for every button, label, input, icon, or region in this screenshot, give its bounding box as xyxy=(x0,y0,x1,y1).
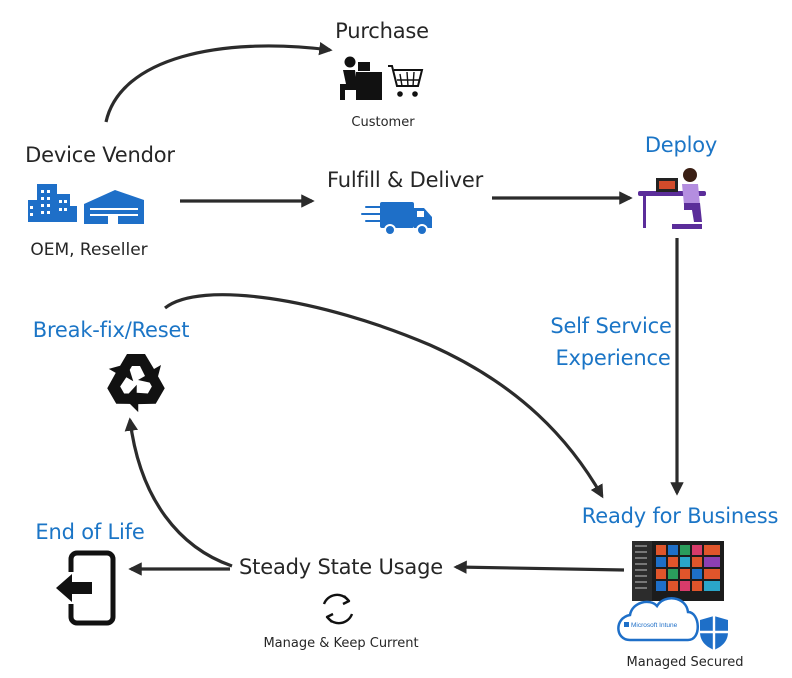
recycle-icon xyxy=(99,354,170,418)
shield-icon xyxy=(700,616,728,650)
managed-secured-label: Managed Secured xyxy=(626,655,744,670)
steady-state-usage-label: Steady State Usage xyxy=(239,555,443,579)
windows-start-icon xyxy=(632,541,724,601)
intune-label: Microsoft Intune xyxy=(631,622,678,629)
delivery-truck-icon xyxy=(361,202,432,236)
customer-cart-icon xyxy=(340,56,424,100)
manage-keep-current-label: Manage & Keep Current xyxy=(263,636,419,651)
ready-for-business-label: Ready for Business xyxy=(581,504,779,528)
exit-door-icon xyxy=(56,550,116,626)
customer-label: Customer xyxy=(351,115,415,130)
oem-reseller-label: OEM, Reseller xyxy=(30,240,148,260)
deploy-label: Deploy xyxy=(644,133,718,157)
self-service-label-line1: Self Service xyxy=(550,314,672,338)
person-at-laptop-icon xyxy=(638,168,706,229)
arrow-breakfix-to-ready xyxy=(164,293,604,499)
cloud-icon: Microsoft Intune xyxy=(617,597,699,642)
self-service-label-line2: Experience xyxy=(555,346,671,370)
purchase-label: Purchase xyxy=(335,19,429,43)
arrow-vendor-to-purchase xyxy=(104,41,333,123)
device-vendor-label: Device Vendor xyxy=(25,143,175,167)
arrow-ready-to-steady xyxy=(453,560,625,574)
sync-icon xyxy=(322,593,354,625)
arrow-steady-to-breakfix xyxy=(124,417,233,568)
fulfill-deliver-label: Fulfill & Deliver xyxy=(326,168,484,192)
buildings-icon xyxy=(28,184,144,224)
end-of-life-label: End of Life xyxy=(35,520,145,544)
break-fix-reset-label: Break-fix/Reset xyxy=(32,318,190,342)
